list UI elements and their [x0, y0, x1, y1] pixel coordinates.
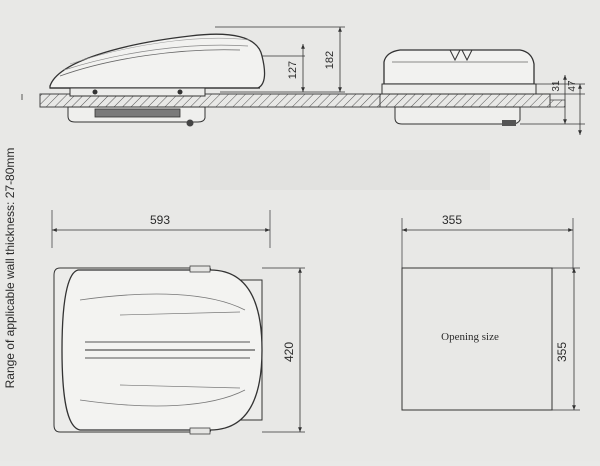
- side-elevation-view: 31 47: [379, 49, 585, 135]
- dimension-182: 182: [324, 51, 336, 69]
- opening-rectangle: [401, 267, 553, 411]
- dimension-opening-width: 355: [442, 213, 462, 227]
- dimension-420: 420: [282, 342, 296, 362]
- wall-thickness-label: Range of applicable wall thickness: 27-8…: [3, 148, 17, 389]
- side-view-dome: [383, 49, 535, 85]
- top-plan-view: 593 420: [51, 210, 305, 435]
- roof-section-right: [379, 93, 551, 108]
- dimension-47: 47: [567, 80, 578, 92]
- dimension-31: 31: [551, 80, 562, 92]
- wall-thickness-note: Range of applicable wall thickness: 27-8…: [3, 94, 23, 389]
- dimension-opening-height: 355: [555, 342, 569, 362]
- dimension-127: 127: [287, 61, 299, 79]
- opening-size-view: 355 Opening size 355: [401, 213, 580, 411]
- opening-size-label: Opening size: [441, 331, 499, 343]
- dimension-593: 593: [150, 213, 170, 227]
